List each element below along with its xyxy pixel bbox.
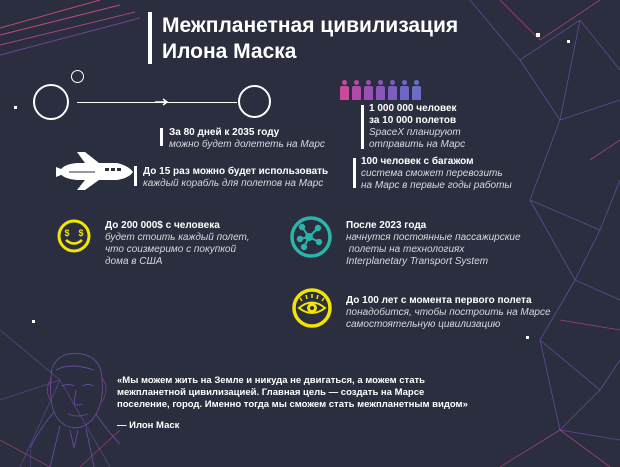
cargo-bar: [353, 158, 356, 188]
people-icon: [340, 80, 421, 100]
decor-dot: [14, 106, 17, 109]
title-line-2: Илона Маска: [162, 40, 297, 63]
reuse-bar: [134, 166, 137, 186]
cargo-block: 100 человек с багажом система сможет пер…: [361, 156, 512, 192]
quote-line-1: «Мы можем жить на Земле и никуда не двиг…: [117, 375, 425, 386]
cost-sub-2: что соизмеримо с покупкой: [105, 244, 237, 255]
decor-dot: [32, 320, 35, 323]
spaceship-icon: [56, 152, 133, 190]
cost-block: До 200 000$ с человека будет стоить кажд…: [105, 220, 250, 268]
century-block: До 100 лет с момента первого полета пона…: [346, 295, 551, 331]
page-title: Межпланетная цивилизация Илона Маска: [162, 13, 458, 65]
money-face-icon: $ $: [57, 219, 91, 253]
travel-heading: За 80 дней к 2035 году: [169, 127, 280, 138]
svg-text:$: $: [64, 228, 69, 238]
reuse-block: До 15 раз можно будет использовать кажды…: [143, 166, 328, 190]
quote-text: «Мы можем жить на Земле и никуда не двиг…: [117, 375, 497, 411]
after2023-heading: После 2023 года: [346, 220, 427, 231]
after2023-sub-1: начнутся постоянные пассажирские: [346, 232, 521, 243]
after2023-block: После 2023 года начнутся постоянные пасс…: [346, 220, 521, 268]
century-sub-2: самостоятельную цивилизацию: [346, 319, 501, 330]
moon-circle-icon: [71, 70, 84, 83]
rocket-arrow-icon: [155, 98, 169, 106]
decor-dot: [536, 33, 540, 37]
people-sub-1: SpaceX планируют: [369, 127, 461, 138]
travel-sub: можно будет долететь на Марс: [169, 139, 325, 150]
people-bar: [361, 105, 364, 149]
after2023-sub-2: полеты на технологиях: [346, 244, 465, 255]
earth-orbit-icon: [33, 84, 69, 120]
cargo-heading: 100 человек с багажом: [361, 156, 474, 167]
people-heading-2: за 10 000 полетов: [369, 115, 457, 126]
decor-dot: [567, 40, 570, 43]
reuse-sub: каждый корабль для полетов на Марс: [143, 178, 324, 189]
svg-text:$: $: [78, 228, 83, 238]
mars-orbit-icon: [238, 85, 271, 118]
people-block: 1 000 000 человек за 10 000 полетов Spac…: [369, 103, 465, 151]
cargo-sub-2: на Марс в первые годы работы: [361, 180, 512, 191]
cargo-sub-1: система сможет перевозить: [361, 168, 503, 179]
cost-heading: До 200 000$ с человека: [105, 220, 220, 231]
century-sub-1: понадобится, чтобы построить на Марсе: [346, 307, 551, 318]
travel-bar: [160, 128, 163, 146]
title-line-1: Межпланетная цивилизация: [162, 14, 459, 37]
cost-sub-1: будет стоить каждый полет,: [105, 232, 250, 243]
network-icon: [290, 216, 332, 258]
travel-block: За 80 дней к 2035 году можно будет долет…: [169, 127, 325, 151]
decor-dot: [526, 336, 529, 339]
after2023-sub-3: Interplanetary Transport System: [346, 256, 489, 267]
people-heading-1: 1 000 000 человек: [369, 103, 457, 114]
cost-sub-3: дома в США: [105, 256, 163, 267]
portrait-icon: [30, 352, 120, 467]
title-accent-bar: [148, 12, 152, 64]
century-heading: До 100 лет с момента первого полета: [346, 295, 532, 306]
quote-author: — Илон Маск: [117, 420, 180, 431]
eye-icon: [292, 288, 332, 328]
people-sub-2: отправить на Марс: [369, 139, 466, 150]
reuse-heading: До 15 раз можно будет использовать: [143, 166, 329, 177]
quote-line-2: межпланетной цивилизацией. Главная цель …: [117, 387, 425, 398]
quote-line-3: поселение, город. Именно тогда мы сможем…: [117, 399, 468, 410]
